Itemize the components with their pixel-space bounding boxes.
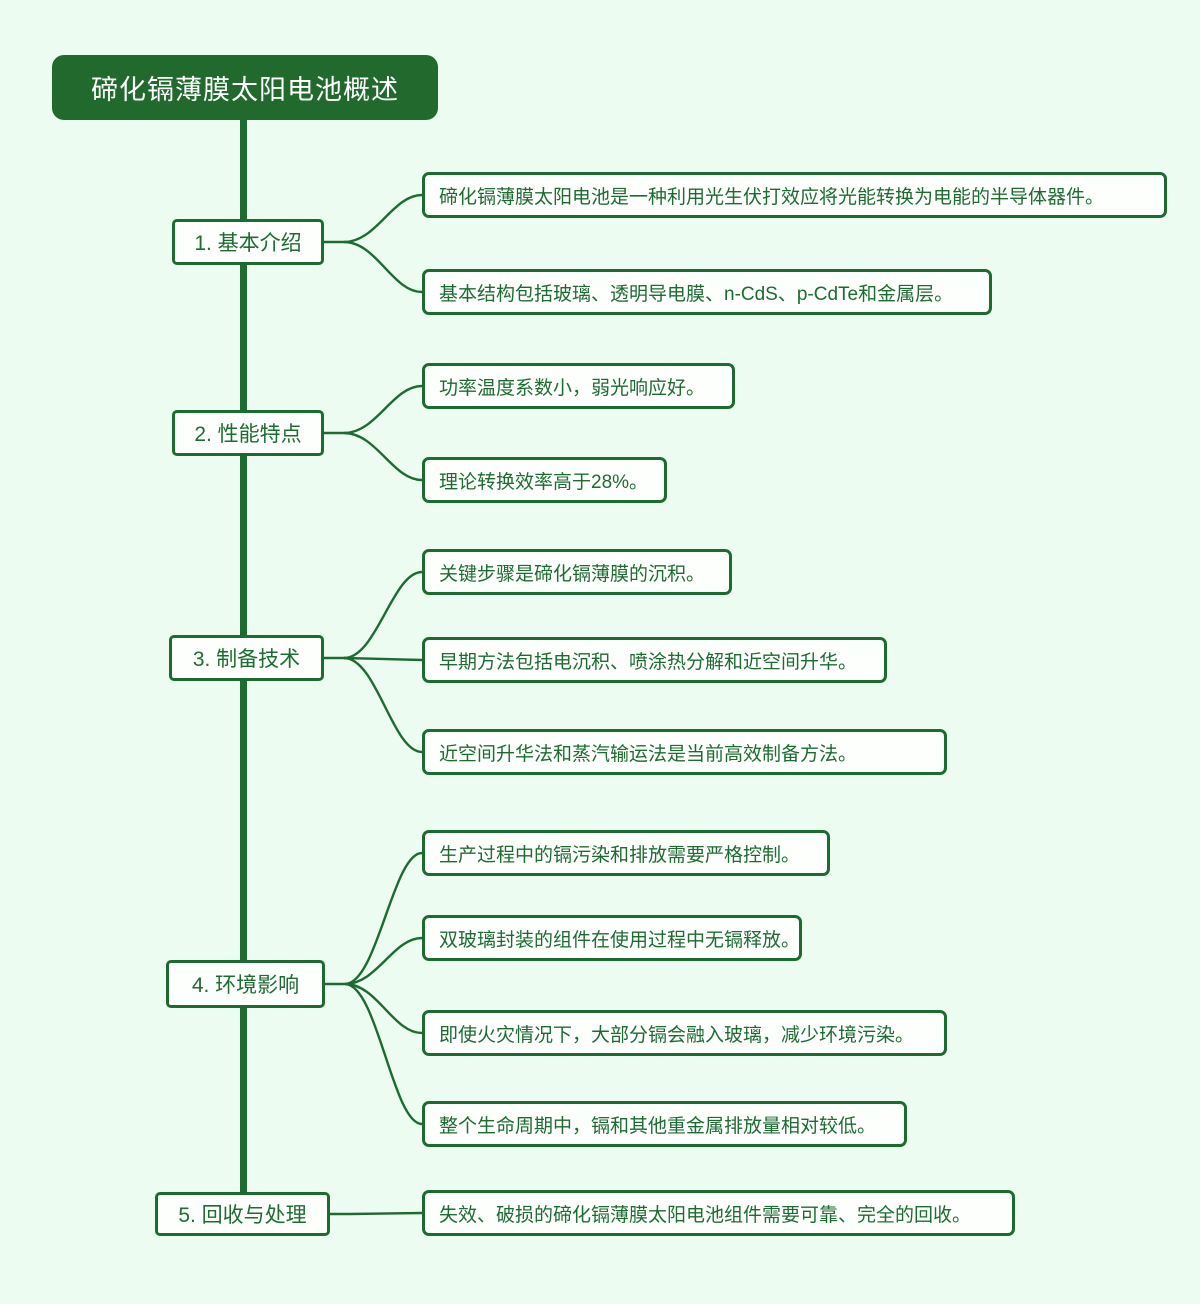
leaf-node-label: 理论转换效率高于28%。 — [439, 471, 649, 493]
branch-node-label: 2. 性能特点 — [194, 423, 302, 446]
leaf-node-label: 早期方法包括电沉积、喷涂热分解和近空间升华。 — [439, 651, 858, 673]
leaf-node-label: 关键步骤是碲化镉薄膜的沉积。 — [439, 563, 706, 585]
leaf-node[interactable]: 双玻璃封装的组件在使用过程中无镉释放。 — [422, 915, 802, 961]
leaf-node[interactable]: 关键步骤是碲化镉薄膜的沉积。 — [422, 549, 732, 595]
leaf-node[interactable]: 失效、破损的碲化镉薄膜太阳电池组件需要可靠、完全的回收。 — [422, 1190, 1015, 1236]
branch-node-3[interactable]: 3. 制备技术 — [169, 635, 324, 681]
leaf-node[interactable]: 整个生命周期中，镉和其他重金属排放量相对较低。 — [422, 1101, 907, 1147]
branch-node-1[interactable]: 1. 基本介绍 — [172, 219, 324, 265]
connector-curve — [343, 240, 423, 294]
leaf-node[interactable]: 生产过程中的镉污染和排放需要严格控制。 — [422, 830, 830, 876]
leaf-node[interactable]: 早期方法包括电沉积、喷涂热分解和近空间升华。 — [422, 637, 887, 683]
leaf-node-label: 失效、破损的碲化镉薄膜太阳电池组件需要可靠、完全的回收。 — [439, 1204, 972, 1226]
root-node[interactable]: 碲化镉薄膜太阳电池概述 — [52, 55, 438, 120]
leaf-node[interactable]: 碲化镉薄膜太阳电池是一种利用光生伏打效应将光能转换为电能的半导体器件。 — [422, 172, 1167, 218]
branch-node-5[interactable]: 5. 回收与处理 — [155, 1192, 330, 1236]
leaf-node[interactable]: 功率温度系数小，弱光响应好。 — [422, 363, 735, 409]
connector-curve — [343, 193, 423, 244]
branch-node-label: 4. 环境影响 — [191, 974, 300, 997]
leaf-node[interactable]: 理论转换效率高于28%。 — [422, 457, 667, 503]
connector-curve — [344, 982, 423, 1126]
leaf-node-label: 碲化镉薄膜太阳电池是一种利用光生伏打效应将光能转换为电能的半导体器件。 — [439, 186, 1105, 208]
connector-curve — [344, 982, 423, 1035]
leaf-node[interactable]: 基本结构包括玻璃、透明导电膜、n-CdS、p-CdTe和金属层。 — [422, 269, 992, 315]
leaf-node-label: 近空间升华法和蒸汽输运法是当前高效制备方法。 — [439, 743, 858, 765]
leaf-node[interactable]: 即使火灾情况下，大部分镉会融入玻璃，减少环境污染。 — [422, 1010, 947, 1056]
connector-curve — [343, 570, 423, 660]
leaf-node-label: 双玻璃封装的组件在使用过程中无镉释放。 — [439, 929, 801, 951]
branch-node-4[interactable]: 4. 环境影响 — [166, 960, 325, 1008]
branch-node-label: 5. 回收与处理 — [178, 1204, 307, 1227]
connector-curve — [343, 656, 423, 754]
root-node-label: 碲化镉薄膜太阳电池概述 — [91, 75, 399, 105]
connector-curve — [349, 1211, 423, 1216]
leaf-node-label: 基本结构包括玻璃、透明导电膜、n-CdS、p-CdTe和金属层。 — [439, 283, 954, 305]
leaf-node[interactable]: 近空间升华法和蒸汽输运法是当前高效制备方法。 — [422, 729, 947, 775]
connector-curve — [343, 384, 423, 435]
branch-node-label: 1. 基本介绍 — [194, 232, 302, 255]
leaf-node-label: 即使火灾情况下，大部分镉会融入玻璃，减少环境污染。 — [439, 1024, 915, 1046]
leaf-node-label: 整个生命周期中，镉和其他重金属排放量相对较低。 — [439, 1115, 877, 1137]
branch-node-2[interactable]: 2. 性能特点 — [172, 410, 324, 456]
leaf-node-label: 功率温度系数小，弱光响应好。 — [439, 377, 706, 399]
leaf-node-label: 生产过程中的镉污染和排放需要严格控制。 — [439, 844, 801, 866]
connector-curve — [343, 656, 423, 662]
connector-curve — [344, 936, 423, 986]
branch-node-label: 3. 制备技术 — [192, 648, 301, 671]
connector-curve — [343, 431, 423, 482]
connector-curve — [344, 851, 423, 986]
